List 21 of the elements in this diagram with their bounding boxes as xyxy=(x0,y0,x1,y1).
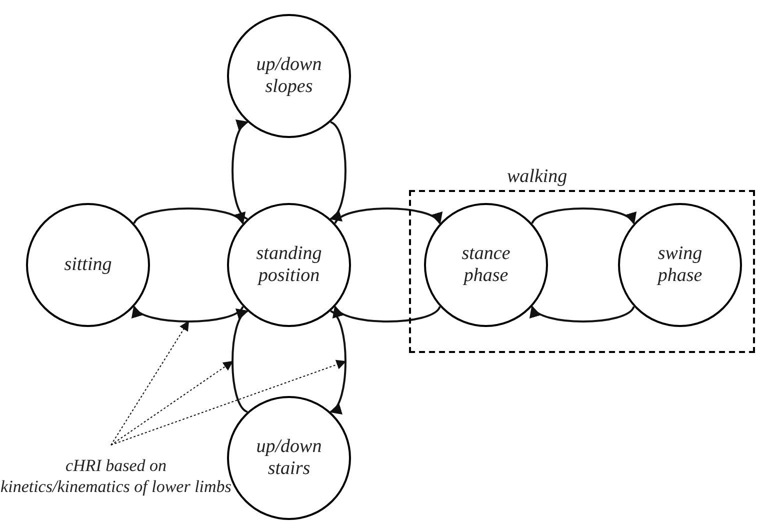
state-label: stance phase xyxy=(460,243,512,287)
state-label: standing position xyxy=(255,243,323,287)
transition-arrow xyxy=(133,306,244,322)
transition-arrow xyxy=(334,208,441,224)
leader-arrow xyxy=(110,320,190,446)
state-label: sitting xyxy=(64,254,112,276)
state-label: up/down slopes xyxy=(255,54,323,98)
transition-arrow xyxy=(232,310,248,413)
state-label: swing phase xyxy=(656,243,704,287)
transition-arrow xyxy=(232,121,249,220)
transition-arrow xyxy=(334,306,441,322)
transition-arrow xyxy=(133,208,244,224)
leader-arrow xyxy=(110,360,234,446)
annotation-text: cHRI based on kinetics/kinematics of lower limbs xyxy=(0,455,232,497)
leader-arrow xyxy=(110,360,346,446)
transition-arrow xyxy=(531,306,635,322)
group-label: walking xyxy=(507,166,568,188)
state-label: up/down stairs xyxy=(255,436,323,480)
transition-arrow xyxy=(531,208,635,224)
transition-arrow xyxy=(329,121,346,220)
transition-arrow xyxy=(330,310,346,413)
